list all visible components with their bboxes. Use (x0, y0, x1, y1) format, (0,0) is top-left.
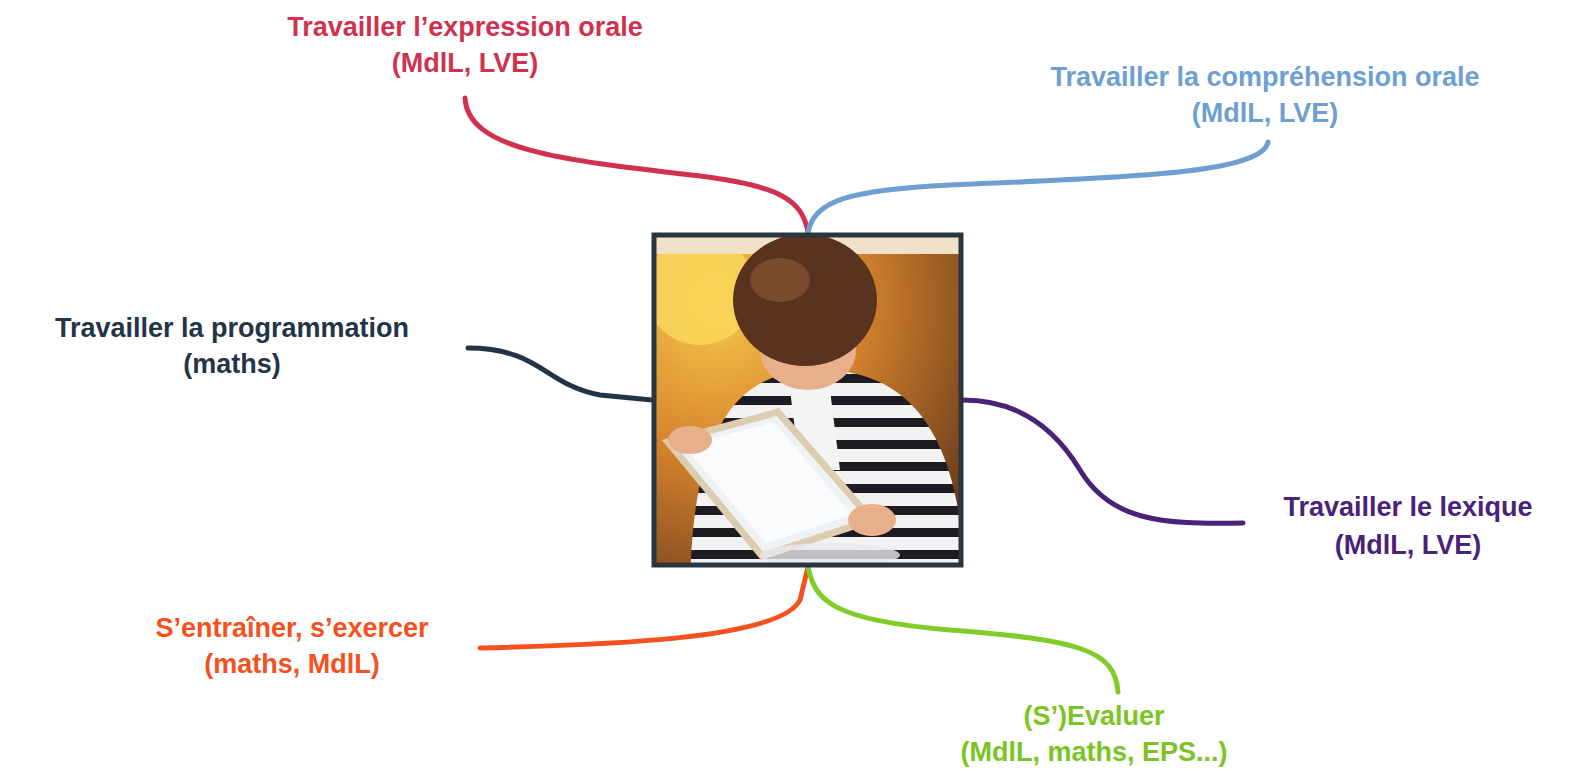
branch-label: Travailler la programmation (55, 312, 409, 344)
branch-label: Travailler la compréhension orale (1050, 61, 1479, 93)
leader-line (963, 400, 1243, 523)
branch-label: (MdlL, LVE) (1192, 97, 1338, 129)
child-tablet-photo (655, 236, 960, 564)
branch-label: (MdlL, LVE) (1335, 529, 1481, 561)
photo-frame (654, 235, 961, 565)
leader-line (468, 348, 652, 400)
branch-label: (MdlL, maths, EPS...) (960, 736, 1227, 768)
leader-line (480, 567, 808, 648)
branch-label: (S’)Evaluer (1023, 700, 1164, 732)
branch-label: (MdlL, LVE) (392, 47, 538, 79)
leader-line (808, 567, 1118, 692)
branch-label: (maths) (183, 348, 281, 380)
leader-line (465, 98, 808, 232)
branch-label: (maths, MdlL) (204, 648, 380, 680)
leader-lines (465, 98, 1268, 692)
branch-label: Travailler le lexique (1283, 491, 1532, 523)
branch-label: Travailler l’expression orale (287, 11, 643, 43)
branch-label: S’entraîner, s’exercer (155, 612, 428, 644)
leader-line (808, 142, 1268, 232)
